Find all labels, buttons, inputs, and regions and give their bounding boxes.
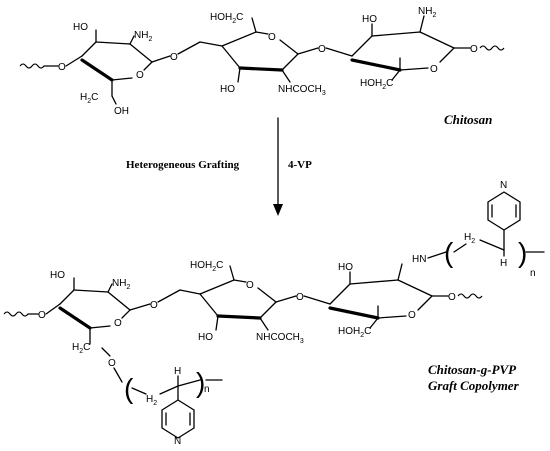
atom-ring-o-3b: O	[408, 310, 416, 321]
acetylglucosamine-ring-2b	[179, 265, 297, 331]
atom-hoh2c-3: HOH2C	[360, 78, 393, 91]
atom-h-graft-2: H	[500, 258, 507, 269]
repeat-paren-close-1: )	[196, 367, 205, 398]
chitosan-structure: O HO NH2 O H2C OH O	[19, 6, 505, 117]
atom-ho-2b: HO	[198, 332, 213, 343]
chain-end-wavy-left-2	[3, 311, 29, 317]
atom-o-link-1: O	[170, 52, 178, 63]
glucosamine-ring-3	[350, 15, 471, 81]
label-product-line2: Graft Copolymer	[428, 378, 520, 393]
atom-ho-3b: HO	[338, 262, 353, 273]
atom-h2c-1: H2C	[80, 92, 98, 105]
atom-n-pyridine-1: N	[174, 436, 181, 447]
atom-ho-3: HO	[362, 14, 377, 25]
atom-ring-o-2: O	[268, 32, 276, 43]
chain-end-wavy-right-2	[457, 293, 483, 299]
label-product-line1: Chitosan-g-PVP	[428, 362, 517, 377]
atom-o-link-2b: O	[296, 292, 304, 303]
glucosamine-ring-1b	[45, 277, 151, 357]
chain-end-wavy-right	[479, 45, 505, 51]
atom-ho-1b: HO	[50, 270, 65, 281]
atom-nhcoch3-2: NHCOCH3	[278, 84, 326, 97]
atom-h2c-1b: H2C	[72, 342, 90, 355]
atom-nhcoch3-2b: NHCOCH3	[256, 332, 304, 345]
atom-o-graft-1: O	[108, 358, 116, 369]
atom-hoh2c-2b: HOH2C	[190, 260, 223, 273]
pvp-graft-chain-2: ( H2 H ) n N	[427, 180, 545, 279]
repeat-paren-open-2: (	[444, 237, 454, 268]
atom-ring-o-3: O	[430, 64, 438, 75]
glucosamine-ring-3b	[328, 263, 449, 329]
atom-ho-1: HO	[73, 22, 88, 33]
atom-n-pyridine-2: N	[500, 180, 507, 191]
atom-o-link-1b: O	[150, 300, 158, 311]
atom-ring-o-1: O	[136, 70, 144, 81]
reaction-arrow	[273, 117, 283, 216]
atom-hn-graft-2: HN	[412, 254, 426, 265]
chain-end-wavy-left	[19, 63, 45, 69]
atom-nh2-3: NH2	[418, 6, 436, 19]
atom-h2-graft-2: H2	[464, 232, 475, 245]
atom-nh2-1b: NH2	[112, 278, 130, 291]
atom-nh2-1: NH2	[134, 30, 152, 43]
label-chitosan: Chitosan	[444, 112, 492, 127]
atom-ring-o-1b: O	[114, 318, 122, 329]
atom-ho-2: HO	[220, 84, 235, 95]
repeat-n-1: n	[204, 384, 210, 395]
atom-h-graft-1: H	[174, 366, 181, 377]
atom-o-link-2: O	[318, 44, 326, 55]
acetylglucosamine-ring-2	[199, 17, 319, 83]
atom-ring-o-2b: O	[246, 280, 254, 291]
glucosamine-ring-1	[65, 29, 171, 105]
pyridine-ring-1	[161, 399, 195, 439]
repeat-paren-open-1: (	[124, 373, 134, 404]
atom-o-right-2: O	[448, 292, 456, 303]
atom-o-left: O	[58, 62, 66, 73]
atom-o-right: O	[470, 44, 478, 55]
repeat-paren-close-2: )	[518, 237, 527, 268]
pyridine-ring-2	[487, 191, 521, 231]
repeat-n-2: n	[530, 268, 536, 279]
label-reaction-step: Heterogeneous Grafting	[126, 159, 240, 171]
pvp-graft-chain-1: ( H2 H ) n N	[124, 366, 223, 447]
atom-o-left-2: O	[38, 310, 46, 321]
atom-h2-graft-1: H2	[146, 394, 157, 407]
label-reagent: 4-VP	[288, 159, 312, 171]
atom-hoh2c-3b: HOH2C	[338, 326, 371, 339]
atom-oh-1: OH	[114, 106, 129, 117]
copolymer-structure: O HO NH2 O H2C O ( H2 H	[3, 180, 545, 447]
atom-hoh2c-2: HOH2C	[210, 12, 243, 25]
